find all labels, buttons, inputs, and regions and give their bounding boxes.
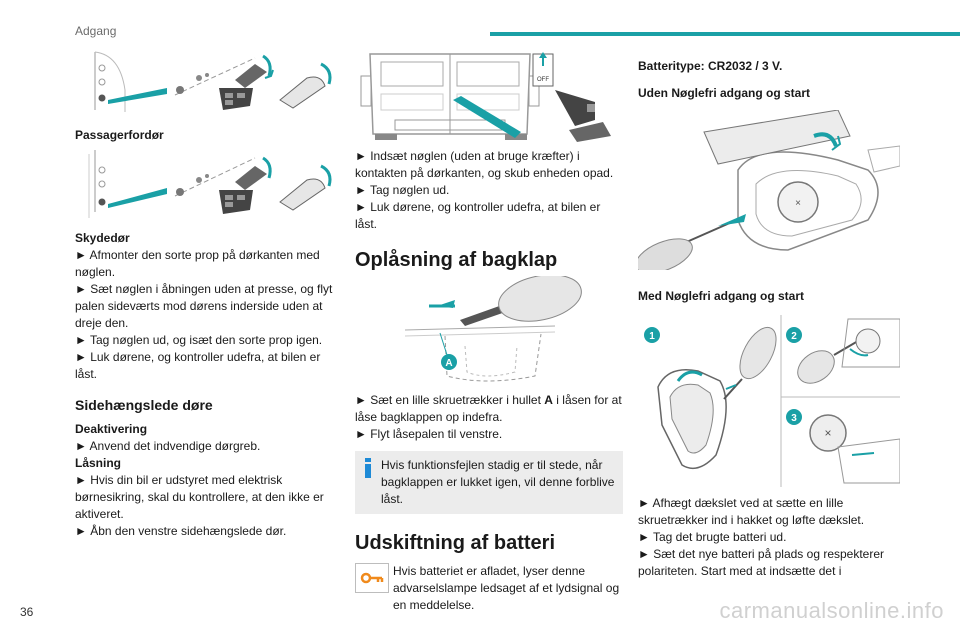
tailgate-step-1-pre: ► Sæt en lille skruetrækker i hullet xyxy=(355,393,545,407)
header-accent-bar xyxy=(490,32,960,36)
callout-1: 1 xyxy=(649,331,655,342)
sliding-step-3: ► Tag nøglen ud, og isæt den sorte prop … xyxy=(75,333,323,347)
locking-step-1: ► Hvis din bil er udstyret med elektrisk… xyxy=(75,473,324,521)
keyless-without-label: Uden Nøglefri adgang og start xyxy=(638,86,811,100)
battery-step-2: ► Tag det brugte batteri ud. xyxy=(638,530,787,544)
battery-step-1: ► Afhægt dækslet ved at sætte en lille s… xyxy=(638,496,865,527)
callout-2: 2 xyxy=(791,331,797,342)
svg-text:×: × xyxy=(824,426,831,440)
sliding-step-2: ► Sæt nøglen i åbningen uden at presse, … xyxy=(75,282,333,330)
locking-label: Låsning xyxy=(75,456,122,470)
sliding-door-label: Skydedør xyxy=(75,231,130,245)
tailgate-step-2: ► Flyt låsepalen til venstre. xyxy=(355,427,503,441)
svg-text:×: × xyxy=(795,198,801,209)
sliding-step-4: ► Luk dørene, og kontroller udefra, at b… xyxy=(75,350,321,381)
battery-warning: Hvis batteriet er afladet, lyser denne a… xyxy=(355,563,623,614)
column-left: Passagerfordør Skydedør ► Afmonter den s… xyxy=(75,50,335,540)
locking-step-2: ► Åbn den venstre sidehængslede dør. xyxy=(75,524,287,538)
rear-door-step-3: ► Luk dørene, og kontroller udefra, at b… xyxy=(355,200,601,231)
key-warning-icon xyxy=(355,563,389,593)
sliding-step-1: ► Afmonter den sorte prop på dørkanten m… xyxy=(75,248,320,279)
key-battery-with-keyless-illustration: 1 2 3 × xyxy=(644,315,900,487)
tailgate-title: Oplåsning af bagklap xyxy=(355,249,558,271)
rear-door-step-1: ► Indsæt nøglen (uden at bruge kræfter) … xyxy=(355,149,614,180)
page-header-section: Adgang xyxy=(75,24,117,38)
battery-warning-text: Hvis batteriet er afladet, lyser denne a… xyxy=(393,564,620,612)
rear-doors-illustration: OFF xyxy=(360,52,611,142)
callout-a: A xyxy=(445,358,452,369)
page-number: 36 xyxy=(20,605,34,619)
watermark: carmanualsonline.info xyxy=(719,598,944,623)
battery-title: Udskiftning af batteri xyxy=(355,532,556,554)
callout-3: 3 xyxy=(791,413,797,424)
column-middle: OFF ► Indsæt nøglen (uden at bruge kræft… xyxy=(355,50,623,614)
info-note-text: Hvis funktionsfejlen stadig er til stede… xyxy=(381,458,615,506)
tailgate-step-1-post: i låsen for at låse bagklappen op indefr… xyxy=(355,393,622,424)
deactivation-step: ► Anvend det indvendige dørgreb. xyxy=(75,439,261,453)
tailgate-step-1: ► Sæt en lille skruetrækker i hullet A i… xyxy=(355,392,623,426)
rear-door-step-2: ► Tag nøglen ud. xyxy=(355,183,450,197)
battery-step-3: ► Sæt det nye batteri på plads og respek… xyxy=(638,547,885,578)
deactivation-label: Deaktivering xyxy=(75,422,148,436)
column-right: Batteritype: CR2032 / 3 V. Uden Nøglefri… xyxy=(638,50,900,580)
passenger-door-illustration xyxy=(94,51,332,112)
info-icon xyxy=(365,458,371,478)
off-label: OFF xyxy=(537,77,549,83)
battery-type: Batteritype: CR2032 / 3 V. xyxy=(638,59,783,73)
info-note: Hvis funktionsfejlen stadig er til stede… xyxy=(355,451,623,514)
keyless-with-label: Med Nøglefri adgang og start xyxy=(638,289,805,303)
hinged-doors-title: Sidehængslede døre xyxy=(75,397,213,413)
key-battery-without-keyless-illustration: × xyxy=(638,110,900,270)
passenger-door-label: Passagerfordør xyxy=(75,128,164,142)
tailgate-lock-illustration: A xyxy=(404,276,582,382)
sliding-door-illustration xyxy=(88,150,332,218)
tailgate-step-1-bold: A xyxy=(544,393,553,407)
